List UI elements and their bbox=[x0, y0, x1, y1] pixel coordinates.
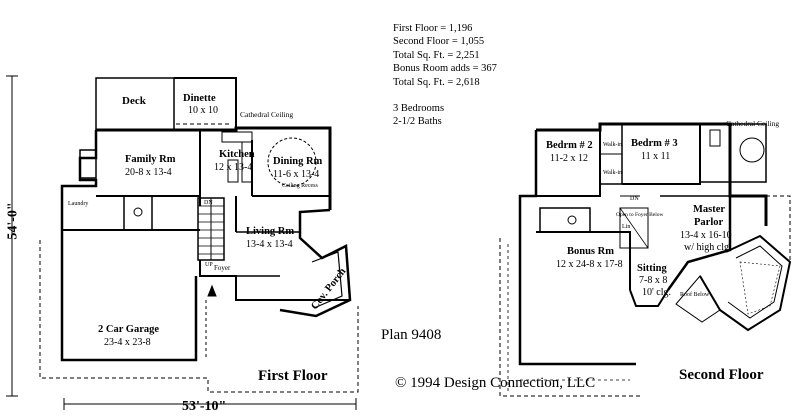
size-family-room: 20-8 x 13-4 bbox=[125, 167, 172, 178]
note-sitting: 10' clg. bbox=[642, 287, 671, 298]
label-deck: Deck bbox=[122, 95, 147, 107]
label-kitchen: Kitchen bbox=[219, 149, 255, 160]
stat-bedrooms: 3 Bedrooms bbox=[393, 103, 445, 115]
label-dining-room: Dining Rm bbox=[273, 156, 323, 167]
size-bonus-room: 12 x 24-8 x 17-8 bbox=[556, 259, 623, 270]
label-master: Master bbox=[693, 204, 725, 215]
label-cathedral-ceiling-1: Cathedral Ceiling bbox=[240, 110, 293, 119]
stat-baths: 2-1/2 Baths bbox=[393, 116, 442, 128]
copyright-notice: © 1994 Design Connection, LLC bbox=[395, 375, 596, 391]
width-dimension: 53'-10" bbox=[182, 399, 227, 414]
label-lin: Lin bbox=[622, 224, 630, 230]
second-floor-walls bbox=[499, 122, 792, 397]
square-footage-summary: First Floor = 1,196 Second Floor = 1,055… bbox=[393, 22, 497, 129]
size-master-parlor: 13-4 x 16-10 bbox=[680, 230, 732, 241]
label-foyer: Foyer bbox=[214, 264, 231, 272]
size-living-room: 13-4 x 13-4 bbox=[246, 239, 293, 250]
second-floor-title: Second Floor bbox=[679, 367, 764, 383]
label-open-to-foyer: Open to Foyer Below bbox=[616, 212, 664, 218]
label-family-room: Family Rm bbox=[125, 154, 176, 165]
label-dinette: Dinette bbox=[183, 93, 216, 104]
label-dn: DN bbox=[204, 200, 213, 206]
label-bonus-room: Bonus Rm bbox=[567, 246, 614, 257]
plan-number: Plan 9408 bbox=[381, 327, 442, 343]
size-dinette: 10 x 10 bbox=[188, 105, 218, 116]
label-bedroom-2: Bedrm # 2 bbox=[546, 140, 593, 151]
stat-total: Total Sq. Ft. = 2,251 bbox=[393, 49, 480, 61]
first-floor-dimension-lines bbox=[6, 75, 357, 410]
first-floor-labels: Deck Dinette 10 x 10 Cathedral Ceiling F… bbox=[68, 93, 349, 348]
second-floor-labels: Bedrm # 2 11-2 x 12 Bedrm # 3 11 x 11 Wa… bbox=[546, 119, 779, 298]
label-cathedral-ceiling-2: Cathedral Ceiling bbox=[726, 119, 779, 128]
label-ceiling-recess: Ceiling Recess bbox=[282, 183, 318, 189]
label-covered-porch: Cov. Porch bbox=[309, 266, 348, 312]
label-roof-below: Roof Below bbox=[680, 291, 710, 298]
note-master-parlor: w/ high clg. bbox=[684, 242, 732, 253]
label-parlor: Parlor bbox=[694, 217, 723, 228]
size-kitchen: 12 x 13-4 bbox=[214, 162, 252, 173]
label-garage: 2 Car Garage bbox=[98, 324, 159, 335]
label-up: UP bbox=[205, 262, 213, 268]
label-sitting: Sitting bbox=[637, 263, 668, 274]
size-bedroom-3: 11 x 11 bbox=[641, 151, 670, 162]
stat-second-floor: Second Floor = 1,055 bbox=[393, 36, 485, 48]
label-dn-2: DN bbox=[630, 196, 639, 202]
label-bedroom-3: Bedrm # 3 bbox=[631, 138, 678, 149]
first-floor-title: First Floor bbox=[258, 368, 328, 384]
size-dining-room: 11-6 x 13-4 bbox=[273, 169, 319, 180]
label-living-room: Living Rm bbox=[246, 226, 294, 237]
depth-dimension: 54'-0" bbox=[5, 202, 21, 240]
label-walkin-1: Walk-in bbox=[603, 142, 622, 148]
size-garage: 23-4 x 23-8 bbox=[104, 337, 151, 348]
first-floor-walls bbox=[39, 77, 359, 393]
stat-first-floor: First Floor = 1,196 bbox=[393, 23, 473, 34]
label-laundry: Laundry bbox=[68, 201, 88, 207]
label-walkin-2: Walk-in bbox=[603, 170, 622, 176]
stat-total-with-bonus: Total Sq. Ft. = 2,618 bbox=[393, 76, 480, 88]
size-bedroom-2: 11-2 x 12 bbox=[550, 153, 588, 164]
stat-bonus: Bonus Room adds = 367 bbox=[393, 63, 497, 75]
size-sitting: 7-8 x 8 bbox=[639, 275, 667, 286]
